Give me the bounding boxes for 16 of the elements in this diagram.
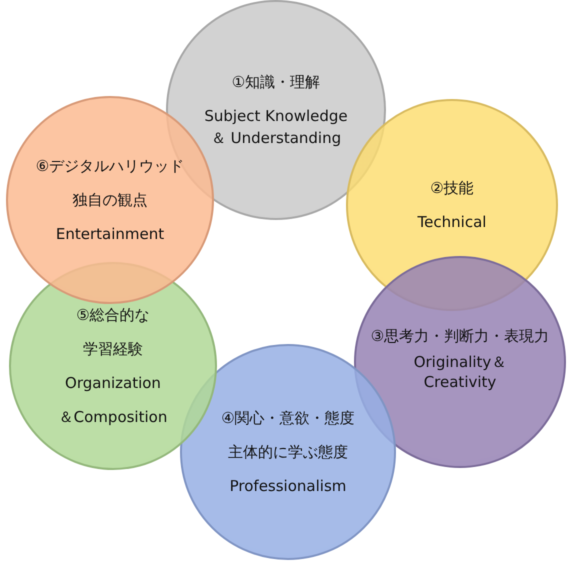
circle-text: ＆Composition xyxy=(58,407,168,428)
circle-text: 学習経験 xyxy=(83,339,143,360)
circle-text: Entertainment xyxy=(56,224,164,245)
circle-heading: ③思考力・判断力・表現力 xyxy=(370,326,550,346)
circle-heading: ④関心・意欲・態度 xyxy=(221,408,355,429)
circle-text: Subject Knowledge＆ Understanding xyxy=(203,106,349,149)
circle-heading: ⑥デジタルハリウッド xyxy=(36,156,184,177)
circle-heading: ⑤総合的な xyxy=(76,305,150,326)
circle-text: Technical xyxy=(418,212,486,233)
circle-text: 主体的に学ぶ態度 xyxy=(228,442,348,463)
circle-heading: ①知識・理解 xyxy=(232,72,320,93)
circle-text: 独自の観点 xyxy=(72,190,148,211)
circle-heading: ②技能 xyxy=(430,178,474,199)
circle-text: Originality＆ Creativity xyxy=(412,352,508,392)
circle-text: Organization xyxy=(65,373,161,394)
circle-text: Professionalism xyxy=(230,476,346,497)
